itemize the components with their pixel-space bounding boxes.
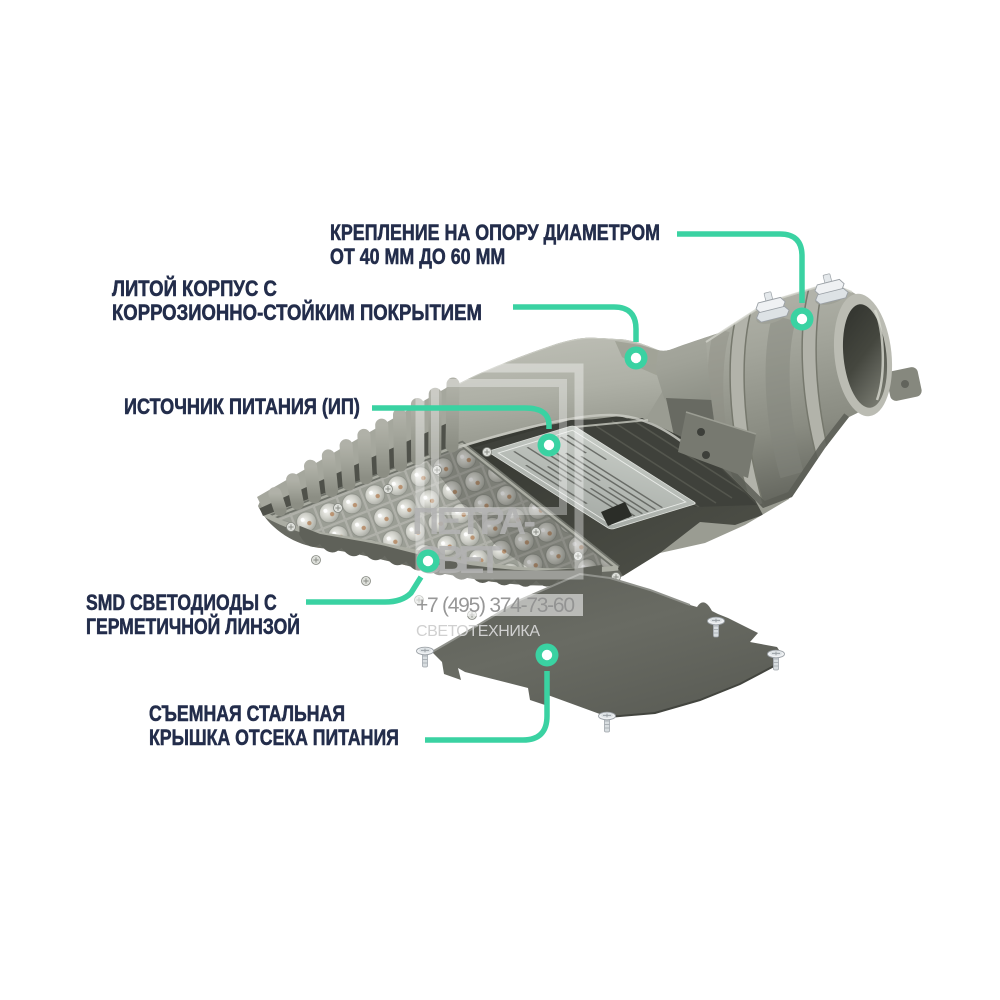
svg-text:+7 (495) 374-73-60: +7 (495) 374-73-60	[416, 594, 575, 617]
svg-text:СВЕТОТЕХНИКА: СВЕТОТЕХНИКА	[416, 623, 540, 640]
svg-text:ПЕТРА-: ПЕТРА-	[412, 501, 536, 543]
